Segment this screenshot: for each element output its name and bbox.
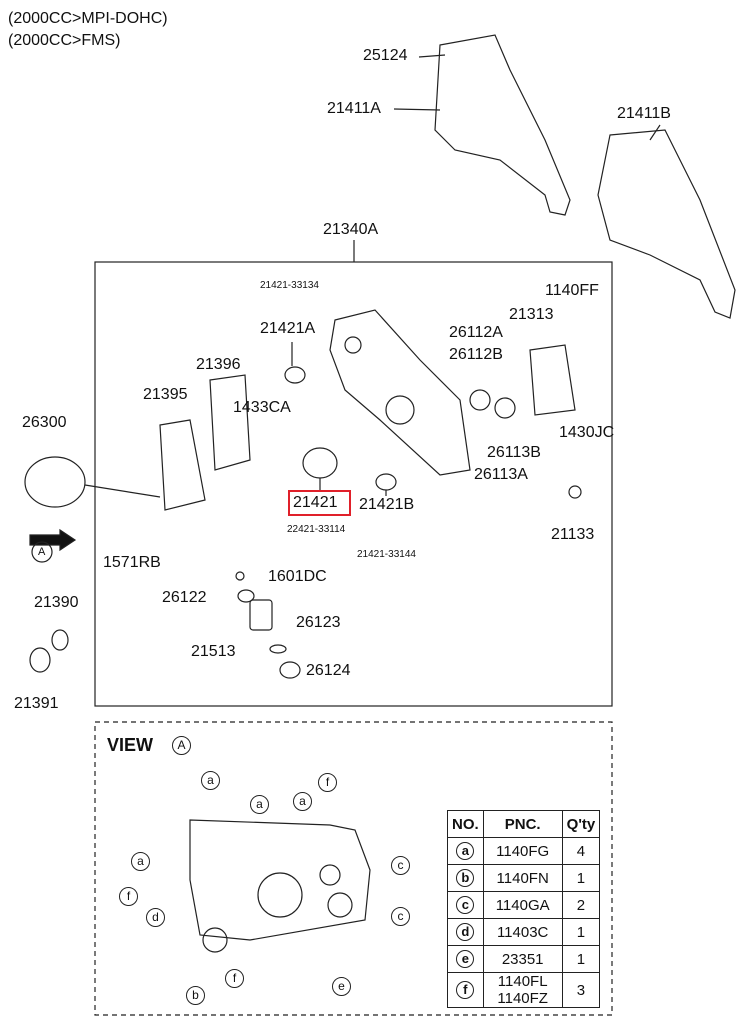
row-qty: 2 xyxy=(561,891,601,919)
part-label[interactable]: 26112A xyxy=(449,324,503,341)
view-case-outline xyxy=(189,819,371,941)
row-no: d xyxy=(456,923,475,941)
row-pnc: 1140FL xyxy=(497,973,548,990)
header-no: NO. xyxy=(447,810,484,838)
header-qty: Q'ty xyxy=(561,810,601,838)
row-qty: 1 xyxy=(561,945,601,973)
callout: d xyxy=(146,908,165,927)
row-pnc: 23351 xyxy=(482,945,563,973)
row-pnc: 1140GA xyxy=(482,891,563,919)
spec-line-2: (2000CC>FMS) xyxy=(8,32,121,49)
part-label[interactable]: 26113A xyxy=(474,466,528,483)
callout: f xyxy=(318,773,337,792)
part-label[interactable]: 21421A xyxy=(260,320,316,337)
oil-seal-21421 xyxy=(302,447,338,479)
front-case-cover xyxy=(329,309,471,476)
part-label[interactable]: 1140FF xyxy=(545,282,599,299)
spec-line-1: (2000CC>MPI-DOHC) xyxy=(8,10,168,27)
part-label[interactable]: 26113B xyxy=(487,444,541,461)
main-group-frame xyxy=(94,261,613,707)
view-letter: A xyxy=(172,736,191,755)
row-qty: 4 xyxy=(561,837,601,865)
part-label-highlighted[interactable]: 21421 xyxy=(293,494,338,511)
part-label[interactable]: 21340A xyxy=(323,221,379,238)
part-label[interactable]: 21513 xyxy=(191,643,236,660)
callout: a xyxy=(201,771,220,790)
part-label[interactable]: 26112B xyxy=(449,346,503,363)
view-arrow-letter: A xyxy=(38,546,46,558)
part-label[interactable]: 26124 xyxy=(306,662,351,679)
callout: a xyxy=(250,795,269,814)
callout: c xyxy=(391,856,410,875)
row-no: b xyxy=(456,869,475,887)
part-label[interactable]: 21390 xyxy=(34,594,79,611)
part-label[interactable]: 21396 xyxy=(196,356,241,373)
part-label[interactable]: 25124 xyxy=(363,47,408,64)
part-label[interactable]: 26123 xyxy=(296,614,341,631)
part-label[interactable]: 1601DC xyxy=(268,568,327,585)
row-no: f xyxy=(456,981,475,999)
part-label[interactable]: 1430JC xyxy=(559,424,615,441)
callout: a xyxy=(131,852,150,871)
part-number: 22421-33114 xyxy=(287,524,346,535)
row-pnc-2: 1140FZ xyxy=(497,990,548,1007)
part-label[interactable]: 21391 xyxy=(14,695,59,712)
row-no: e xyxy=(456,950,475,968)
row-pnc: 1140FN xyxy=(482,864,563,892)
callout: c xyxy=(391,907,410,926)
part-label[interactable]: 21411B xyxy=(617,105,671,122)
gasket-25124 xyxy=(434,34,571,216)
cover-21313 xyxy=(529,344,576,416)
row-no: a xyxy=(456,842,475,860)
highlight-box xyxy=(288,490,351,516)
part-label[interactable]: 1433CA xyxy=(233,399,291,416)
part-label[interactable]: 26122 xyxy=(162,589,207,606)
callout: e xyxy=(332,977,351,996)
plate-21396 xyxy=(209,374,251,471)
row-qty: 1 xyxy=(561,864,601,892)
row-qty: 3 xyxy=(561,972,601,1008)
part-label[interactable]: 21133 xyxy=(551,526,595,543)
header-pnc: PNC. xyxy=(482,810,563,838)
row-qty: 1 xyxy=(561,918,601,946)
part-label[interactable]: 1571RB xyxy=(103,554,161,571)
gasket-21411B xyxy=(597,129,736,319)
callout: a xyxy=(293,792,312,811)
part-label[interactable]: 21395 xyxy=(143,386,188,403)
callout: b xyxy=(186,986,205,1005)
table-header-row: NO. PNC. Q'ty xyxy=(447,810,601,838)
part-label[interactable]: 26300 xyxy=(22,414,67,431)
view-title: VIEW xyxy=(107,735,154,755)
row-no: c xyxy=(456,896,475,914)
part-number: 21421-33134 xyxy=(260,280,319,291)
callout: f xyxy=(225,969,244,988)
part-label[interactable]: 21411A xyxy=(327,100,381,117)
row-pnc: 1140FG xyxy=(482,837,563,865)
part-label[interactable]: 21421B xyxy=(359,496,415,513)
part-number: 21421-33144 xyxy=(357,549,416,560)
row-pnc: 11403C xyxy=(482,918,563,946)
filter-26300 xyxy=(24,456,86,508)
part-label[interactable]: 21313 xyxy=(509,306,554,323)
oil-pump-21395 xyxy=(159,419,206,511)
callout: f xyxy=(119,887,138,906)
